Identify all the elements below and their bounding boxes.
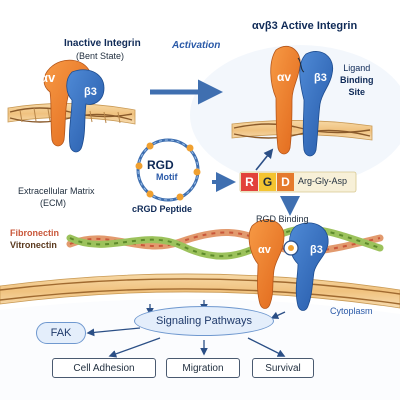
crgd-peptide-label: cRGD Peptide [132,204,193,214]
bound-alpha-subunit [248,219,285,309]
rgd-sequence-label: Arg-Gly-Asp [298,176,348,186]
bound-alpha-label: αv [258,244,271,256]
outcome-migration: Migration [166,358,240,378]
cytoplasm-label: Cytoplasm [330,306,373,316]
rgd-letter-d: D [277,173,294,191]
inactive-beta-subunit [66,69,105,153]
rgd-binding-label: RGD Binding [256,214,309,224]
bound-beta-subunit [289,222,329,311]
active-title: αvβ3 Active Integrin [252,20,358,32]
rgd-motif-title: RGD [147,158,174,172]
ligand-binding-site-label: Ligand Binding Site [340,63,374,97]
outcome-survival: Survival [252,358,314,378]
activation-label: Activation [172,40,221,51]
rgd-motif-subtitle: Motif [156,172,178,182]
fak-node: FAK [36,322,86,344]
bound-beta-label: β3 [310,244,323,256]
active-beta-subunit [299,51,334,157]
rgd-letter-g: G [259,173,276,191]
rgd-letter-r: R [241,173,258,191]
crgd-peptide [135,138,201,202]
inactive-beta-label: β3 [84,86,97,98]
inactive-subtitle: (Bent State) [76,51,125,61]
vitronectin-label: Vitronectin [10,240,57,250]
fibronectin-label: Fibronectin [10,228,59,238]
active-alpha-label: αv [277,70,292,84]
ecm-label-line1: Extracellular Matrix [18,186,95,196]
inactive-integrin [43,59,105,153]
ecm-label-line2: (ECM) [40,198,66,208]
signaling-pathways-node: Signaling Pathways [134,306,274,336]
inactive-alpha-label: αv [40,70,56,85]
bound-integrin [248,219,329,311]
active-integrin [270,45,334,157]
active-beta-label: β3 [314,72,327,84]
rgd-to-integrin-arrow [255,148,274,171]
outcome-cell-adhesion: Cell Adhesion [52,358,156,378]
inactive-title: Inactive Integrin [64,38,141,49]
